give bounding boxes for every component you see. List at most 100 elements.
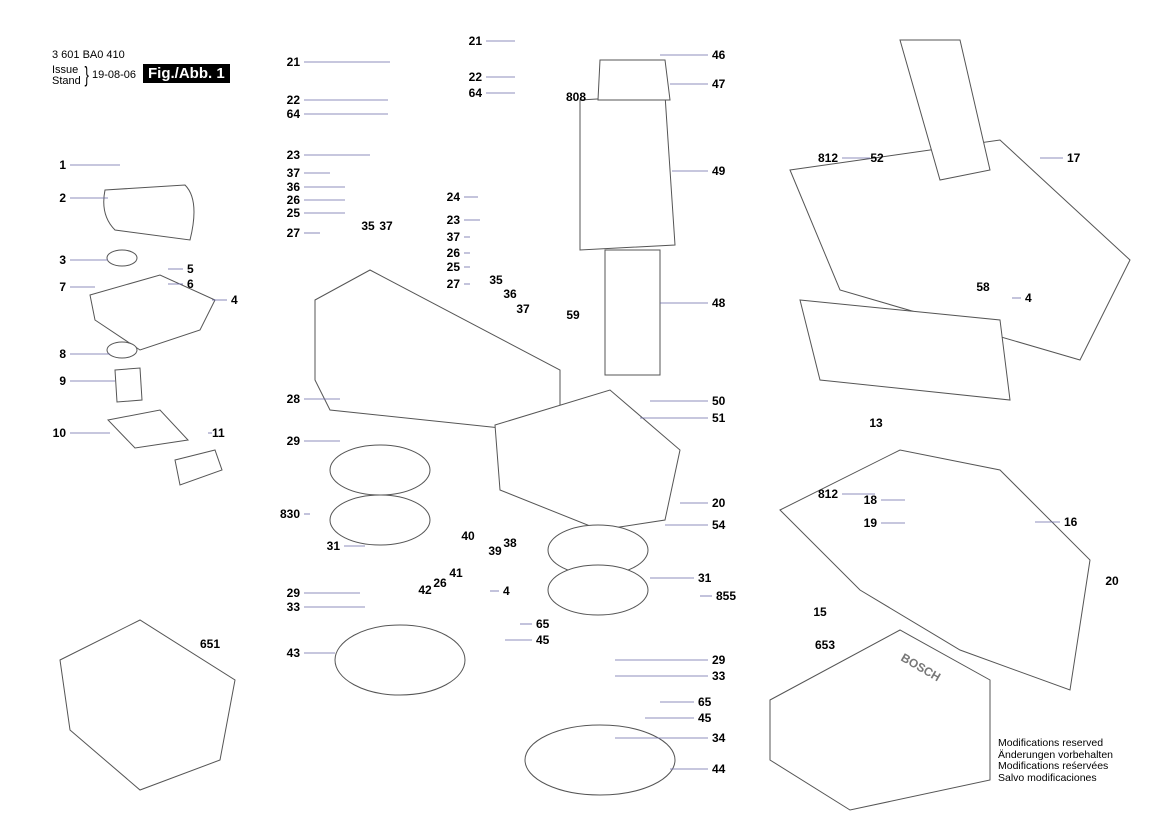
part-label-59: 59 (566, 308, 580, 322)
issue-date: 19-08-06 (92, 69, 137, 81)
bearing-shape (106, 341, 138, 359)
part-label-4: 4 (503, 584, 510, 598)
wheel-lower-shape (329, 494, 431, 546)
part-label-64: 64 (287, 107, 301, 121)
part-label-46: 46 (712, 48, 726, 62)
part-label-54: 54 (712, 518, 726, 532)
stand-label: Stand (52, 75, 81, 87)
part-label-29: 29 (712, 653, 726, 667)
part-label-44: 44 (712, 762, 726, 776)
o-ring-shape (106, 249, 138, 267)
part-label-47: 47 (712, 77, 726, 91)
part-number: 3 601 BA0 410 (52, 49, 125, 61)
part-label-40: 40 (461, 529, 475, 543)
handle-top-shape (899, 39, 991, 181)
part-label-17: 17 (1067, 151, 1081, 165)
part-label-7: 7 (59, 280, 66, 294)
part-label-29: 29 (287, 586, 301, 600)
part-label-48: 48 (712, 296, 726, 310)
part-label-20: 20 (712, 496, 726, 510)
part-label-653: 653 (815, 638, 835, 652)
part-label-1: 1 (59, 158, 66, 172)
part-label-35: 35 (361, 219, 375, 233)
part-label-65: 65 (698, 695, 712, 709)
part-label-16: 16 (1064, 515, 1078, 529)
frame-shape (314, 269, 561, 431)
part-label-37: 37 (516, 302, 530, 316)
leader-lines (70, 40, 1063, 770)
part-label-34: 34 (712, 731, 726, 745)
part-label-50: 50 (712, 394, 726, 408)
part-label-20: 20 (1105, 574, 1119, 588)
part-label-52: 52 (870, 151, 884, 165)
part-label-22: 22 (287, 93, 301, 107)
part-label-15: 15 (813, 605, 827, 619)
part-label-31: 31 (327, 539, 341, 553)
part-label-18: 18 (864, 493, 878, 507)
battery-shape (59, 619, 236, 791)
part-label-65: 65 (536, 617, 550, 631)
lever-shape (106, 409, 190, 449)
figure-label: Fig./Abb. 1 (143, 64, 230, 83)
gear-housing-cover-shape (89, 274, 216, 351)
part-label-812: 812 (818, 487, 838, 501)
part-label-37: 37 (287, 166, 301, 180)
part-label-33: 33 (287, 600, 301, 614)
part-label-37: 37 (447, 230, 461, 244)
part-label-25: 25 (287, 206, 301, 220)
part-label-21: 21 (287, 55, 301, 69)
part-label-9: 9 (59, 374, 66, 388)
part-label-11: 11 (212, 426, 225, 440)
notice-en: Modifications reserved (998, 737, 1104, 749)
part-label-808: 808 (566, 90, 586, 104)
part-label-26: 26 (287, 193, 301, 207)
spindle-shape (114, 367, 143, 403)
electronics-shape (799, 299, 1011, 401)
part-label-25: 25 (447, 260, 461, 274)
part-label-38: 38 (503, 536, 517, 550)
part-label-5: 5 (187, 262, 194, 276)
part-label-26: 26 (433, 576, 447, 590)
part-label-36: 36 (287, 180, 301, 194)
part-label-39: 39 (488, 544, 502, 558)
guard-shape (334, 624, 466, 696)
part-label-2: 2 (59, 191, 66, 205)
part-label-830: 830 (280, 507, 300, 521)
part-label-651: 651 (200, 637, 220, 651)
part-label-36: 36 (503, 287, 517, 301)
part-label-43: 43 (287, 646, 301, 660)
part-label-27: 27 (287, 226, 301, 240)
part-label-4: 4 (231, 293, 238, 307)
part-label-23: 23 (287, 148, 301, 162)
issue-labels: Issue Stand (52, 65, 81, 87)
end-cap-shape (597, 59, 671, 101)
part-label-37: 37 (379, 219, 393, 233)
notice-de: Änderungen vorbehalten (998, 748, 1114, 761)
issue-label: Issue (52, 64, 79, 76)
wheel-upper-shape (329, 444, 431, 496)
part-label-45: 45 (536, 633, 550, 647)
part-label-31: 31 (698, 571, 712, 585)
part-label-33: 33 (712, 669, 726, 683)
handle-cap-shape (103, 184, 195, 241)
part-label-21: 21 (469, 34, 483, 48)
part-label-41: 41 (449, 566, 463, 580)
notice-es: Salvo modificaciones (998, 771, 1097, 784)
brace: } (84, 62, 89, 87)
part-label-35: 35 (489, 273, 503, 287)
motor-shape (604, 249, 661, 376)
part-label-4: 4 (1025, 291, 1032, 305)
part-label-51: 51 (712, 411, 726, 425)
spring-shape (174, 449, 223, 486)
part-label-13: 13 (869, 416, 883, 430)
part-label-22: 22 (469, 70, 483, 84)
part-shapes: BOSCH (59, 39, 1131, 811)
part-label-27: 27 (447, 277, 461, 291)
notice-fr: Modifications reśervées (998, 760, 1109, 772)
part-label-64: 64 (469, 86, 483, 100)
part-label-6: 6 (187, 277, 194, 291)
part-label-812: 812 (818, 151, 838, 165)
